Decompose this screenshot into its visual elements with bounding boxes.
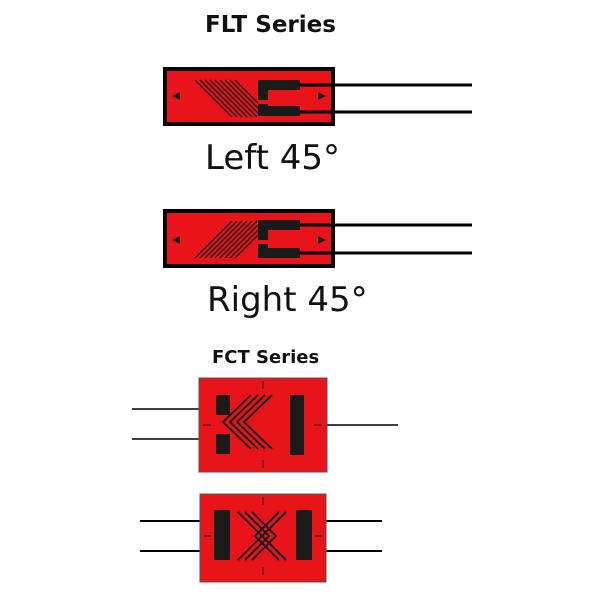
gauge-backing [198, 377, 328, 473]
chevron-grid [221, 394, 273, 450]
grid-pattern [194, 220, 259, 259]
lead-wires [300, 223, 472, 255]
alignment-arrows [172, 236, 326, 244]
solder-tabs [258, 220, 300, 258]
fct-series-title: FCT Series [212, 347, 320, 368]
lead-wires [300, 83, 472, 114]
left-45-caption: Left 45° [205, 138, 341, 178]
alignment-marks [204, 497, 322, 575]
alignment-marks [203, 381, 322, 468]
alignment-arrows [172, 92, 326, 100]
solder-tabs [214, 510, 312, 560]
flt-series-title: FLT Series [205, 12, 336, 38]
grid-pattern [194, 79, 259, 118]
right-45-caption: Right 45° [207, 280, 368, 320]
solder-tabs [216, 395, 304, 455]
solder-tabs [258, 80, 300, 116]
chevron-grid [237, 511, 287, 561]
